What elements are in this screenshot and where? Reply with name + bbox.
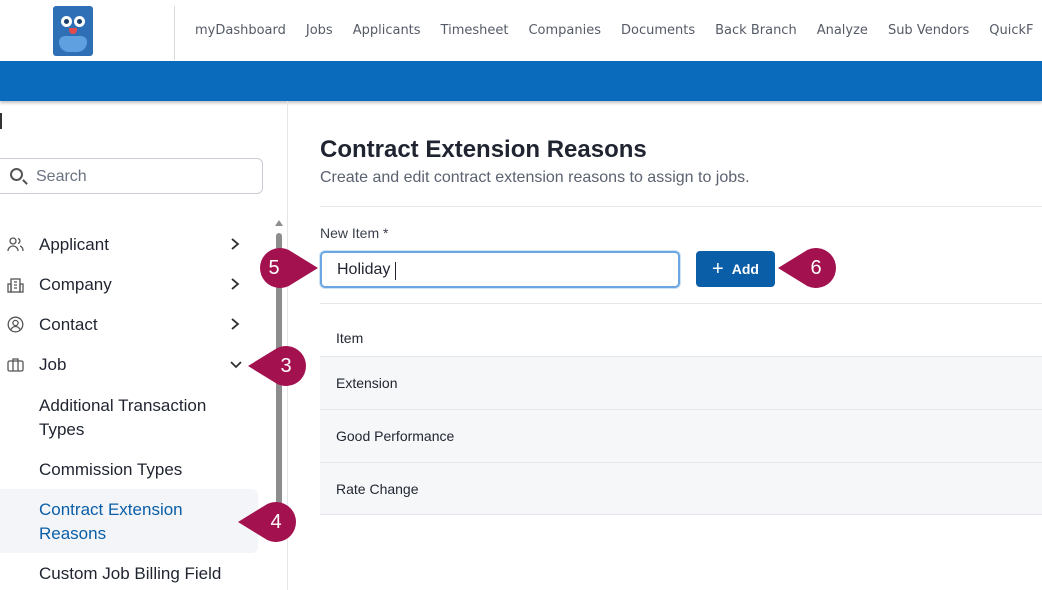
nav-item-mydashboard[interactable]: myDashboard: [195, 23, 286, 38]
sidebar-item-label: Applicant: [39, 235, 109, 254]
nav-item-back-branch[interactable]: Back Branch: [715, 23, 797, 38]
table-row[interactable]: Rate Change: [320, 462, 1042, 515]
nav-item-analyze[interactable]: Analyze: [816, 23, 868, 38]
table-cell: Extension: [336, 375, 398, 391]
scroll-up-arrow[interactable]: [275, 220, 283, 226]
users-icon: [7, 236, 24, 253]
add-button-label: Add: [731, 261, 759, 277]
nav-item-applicants[interactable]: Applicants: [352, 23, 421, 38]
sidebar-item-label: Company: [39, 275, 112, 294]
sidebar-subitem-contract-extension-reasons[interactable]: Contract Extension Reasons: [39, 500, 183, 543]
callout-marker-3: 3: [248, 346, 312, 386]
new-item-input[interactable]: [337, 259, 657, 281]
sidebar-item-label: Contact: [39, 315, 98, 334]
table-cell: Good Performance: [336, 428, 455, 444]
new-item-field[interactable]: [320, 251, 680, 288]
search-input[interactable]: [36, 165, 246, 189]
sidebar-item-job[interactable]: Job: [0, 350, 250, 380]
chevron-right-icon[interactable]: [228, 274, 242, 299]
nav-item-timesheet[interactable]: Timesheet: [440, 23, 509, 38]
table-cell: Rate Change: [336, 481, 419, 497]
chevron-right-icon[interactable]: [228, 234, 242, 259]
sidebar-subitem-commission-types[interactable]: Commission Types: [39, 460, 183, 479]
sidebar-item-label: Job: [39, 355, 67, 374]
sidebar-edge-marker: [0, 113, 2, 129]
page-title: Contract Extension Reasons: [320, 136, 647, 163]
chevron-down-icon[interactable]: [228, 354, 244, 379]
page-subtitle: Create and edit contract extension reaso…: [320, 169, 750, 186]
table-row[interactable]: Extension: [320, 356, 1042, 409]
owl-logo-icon[interactable]: [53, 6, 93, 56]
plus-icon: +: [712, 258, 724, 280]
callout-marker-4: 4: [238, 502, 302, 542]
sidebar-subitem-custom-job-billing-field[interactable]: Custom Job Billing Field: [39, 564, 222, 583]
sidebar-subitem-additional-transaction-types[interactable]: Additional Transaction Types: [39, 396, 207, 439]
briefcase-icon: [7, 356, 24, 373]
callout-number: 6: [810, 257, 822, 279]
sidebar-item-company[interactable]: Company: [0, 270, 250, 300]
top-header: myDashboard Jobs Applicants Timesheet Co…: [0, 0, 1042, 61]
nav-item-jobs[interactable]: Jobs: [305, 23, 333, 38]
table-header-item: Item: [336, 330, 364, 346]
new-item-label: New Item *: [320, 225, 389, 241]
building-icon: [7, 276, 24, 293]
sidebar-search[interactable]: [0, 158, 263, 194]
search-icon: [10, 168, 23, 181]
nav-item-companies[interactable]: Companies: [528, 23, 602, 38]
callout-marker-5: 5: [250, 248, 318, 288]
accent-bar: [0, 61, 1042, 101]
nav-item-documents[interactable]: Documents: [621, 23, 696, 38]
main-content: Contract Extension Reasons Create and ed…: [320, 101, 1042, 590]
chevron-right-icon[interactable]: [228, 314, 242, 339]
active-item-highlight: [0, 489, 258, 553]
nav-divider: [174, 6, 175, 60]
add-button[interactable]: + Add: [696, 251, 775, 287]
callout-number: 5: [268, 257, 280, 279]
sidebar-item-contact[interactable]: Contact: [0, 310, 250, 340]
main-nav: myDashboard Jobs Applicants Timesheet Co…: [195, 23, 1034, 38]
callout-number: 4: [270, 511, 282, 533]
divider: [320, 206, 1042, 207]
table-row[interactable]: Good Performance: [320, 409, 1042, 462]
nav-item-quickf[interactable]: QuickF: [989, 23, 1034, 38]
sidebar-item-applicant[interactable]: Applicant: [0, 230, 250, 260]
nav-item-sub-vendors[interactable]: Sub Vendors: [887, 23, 970, 38]
divider: [320, 303, 1042, 304]
text-caret: [395, 262, 396, 280]
callout-marker-6: 6: [778, 248, 842, 288]
contact-circle-icon: [7, 316, 24, 333]
callout-number: 3: [280, 355, 292, 377]
